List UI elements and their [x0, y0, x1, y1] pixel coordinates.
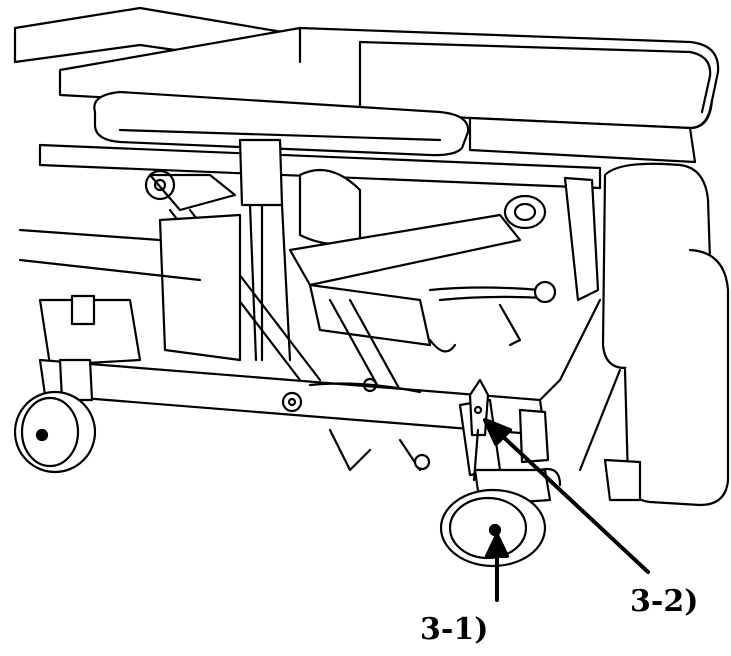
arrow-a-head — [485, 533, 509, 558]
arrow-b-head — [483, 418, 512, 446]
actuator-mechanism — [144, 168, 557, 392]
frame-rail — [38, 138, 602, 362]
callout-arrows — [483, 418, 650, 602]
armrest — [93, 90, 470, 157]
right-side-panels — [528, 162, 730, 507]
callout-label-b: 3-2) — [630, 584, 699, 619]
right-caster-wheel — [439, 378, 562, 568]
left-support-panel — [18, 213, 242, 367]
arrow-b-shaft — [496, 430, 650, 574]
callout-label-a: 3-1) — [420, 612, 489, 647]
left-caster-wheel — [13, 358, 97, 474]
